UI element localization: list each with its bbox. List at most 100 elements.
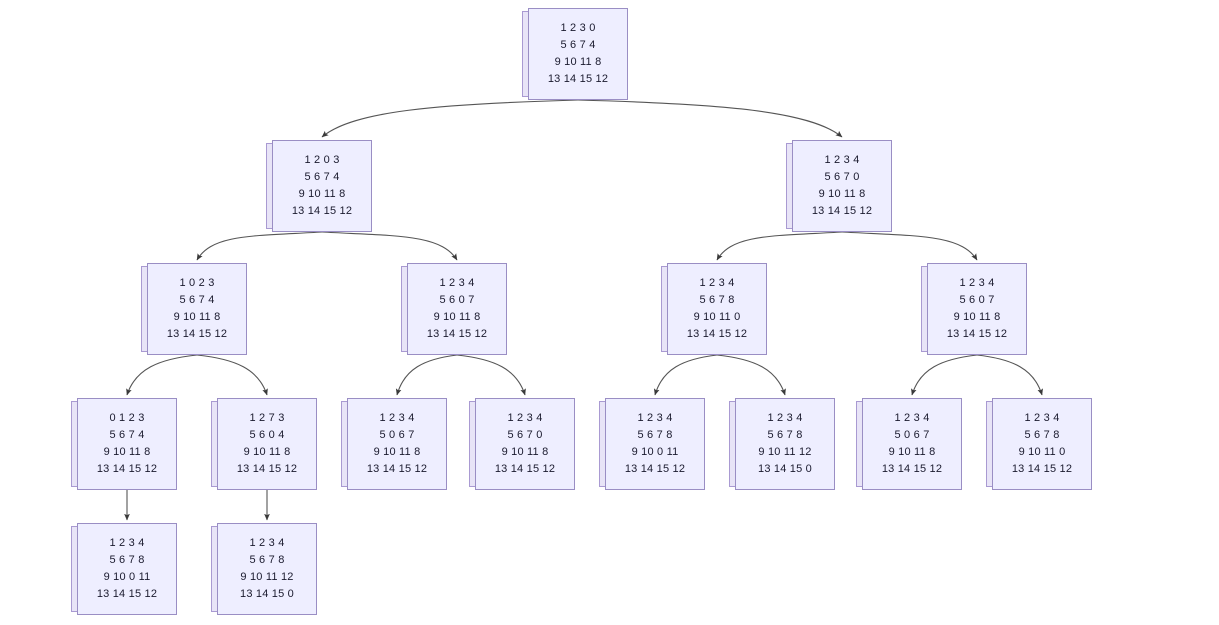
puzzle-row: 13 14 15 12 <box>166 328 228 340</box>
puzzle-row: 9 10 11 8 <box>888 446 936 458</box>
puzzle-row: 9 10 11 8 <box>953 311 1001 323</box>
puzzle-row: 9 10 11 8 <box>298 188 346 200</box>
puzzle-row: 13 14 15 12 <box>96 588 158 600</box>
puzzle-row: 5 6 7 8 <box>767 429 803 441</box>
tree-node[interactable]: 1 0 2 3 5 6 7 4 9 10 11 8 13 14 15 12 <box>147 263 247 355</box>
tree-edge <box>976 354 1043 396</box>
tree-node[interactable]: 1 2 3 0 5 6 7 4 9 10 11 8 13 14 15 12 <box>528 8 628 100</box>
tree-node[interactable]: 1 2 3 4 5 6 7 8 9 10 0 11 13 14 15 12 <box>605 398 705 490</box>
puzzle-row: 13 14 15 12 <box>811 205 873 217</box>
tree-node[interactable]: 1 2 0 3 5 6 7 4 9 10 11 8 13 14 15 12 <box>272 140 372 232</box>
tree-edge <box>716 354 786 396</box>
puzzle-row: 9 10 11 8 <box>433 311 481 323</box>
puzzle-row: 5 6 7 4 <box>109 429 145 441</box>
edge-group <box>124 99 1043 521</box>
puzzle-row: 13 14 15 0 <box>758 463 812 475</box>
puzzle-row: 5 6 7 8 <box>637 429 673 441</box>
puzzle-row: 5 6 7 4 <box>304 171 340 183</box>
puzzle-row: 13 14 15 12 <box>547 73 609 85</box>
puzzle-row: 9 10 11 8 <box>373 446 421 458</box>
puzzle-row: 13 14 15 12 <box>426 328 488 340</box>
puzzle-row: 13 14 15 12 <box>881 463 943 475</box>
puzzle-row: 1 2 0 3 <box>304 154 340 166</box>
puzzle-row: 1 2 3 4 <box>767 412 803 424</box>
puzzle-row: 1 2 3 4 <box>894 412 930 424</box>
tree-node[interactable]: 1 2 3 4 5 6 0 7 9 10 11 8 13 14 15 12 <box>927 263 1027 355</box>
tree-node[interactable]: 0 1 2 3 5 6 7 4 9 10 11 8 13 14 15 12 <box>77 398 177 490</box>
tree-node[interactable]: 1 2 3 4 5 0 6 7 9 10 11 8 13 14 15 12 <box>347 398 447 490</box>
tree-edge <box>196 354 268 396</box>
puzzle-row: 9 10 11 8 <box>173 311 221 323</box>
puzzle-row: 1 2 3 4 <box>959 277 995 289</box>
tree-edge <box>716 231 843 261</box>
puzzle-row: 9 10 0 11 <box>103 571 151 583</box>
tree-node[interactable]: 1 2 3 4 5 6 7 0 9 10 11 8 13 14 15 12 <box>792 140 892 232</box>
puzzle-row: 13 14 15 12 <box>291 205 353 217</box>
tree-node[interactable]: 1 2 3 4 5 6 7 8 9 10 11 0 13 14 15 12 <box>667 263 767 355</box>
puzzle-row: 9 10 11 8 <box>243 446 291 458</box>
puzzle-row: 13 14 15 12 <box>686 328 748 340</box>
puzzle-row: 1 2 3 4 <box>699 277 735 289</box>
puzzle-row: 13 14 15 12 <box>96 463 158 475</box>
puzzle-row: 9 10 11 0 <box>693 311 741 323</box>
tree-node[interactable]: 1 2 3 4 5 6 7 8 9 10 0 11 13 14 15 12 <box>77 523 177 615</box>
tree-edge <box>577 99 843 138</box>
tree-edge <box>911 354 978 396</box>
puzzle-row: 9 10 0 11 <box>631 446 679 458</box>
puzzle-row: 9 10 11 8 <box>103 446 151 458</box>
puzzle-row: 5 6 0 7 <box>439 294 475 306</box>
tree-edge <box>653 354 718 396</box>
puzzle-row: 1 2 3 4 <box>439 277 475 289</box>
puzzle-row: 9 10 11 8 <box>818 188 866 200</box>
tree-edge <box>321 99 579 138</box>
tree-node[interactable]: 1 2 3 4 5 0 6 7 9 10 11 8 13 14 15 12 <box>862 398 962 490</box>
puzzle-row: 13 14 15 0 <box>240 588 294 600</box>
puzzle-row: 1 2 3 4 <box>507 412 543 424</box>
tree-edge <box>321 231 458 261</box>
puzzle-row: 9 10 11 0 <box>1018 446 1066 458</box>
puzzle-row: 0 1 2 3 <box>109 412 145 424</box>
puzzle-row: 13 14 15 12 <box>494 463 556 475</box>
puzzle-row: 5 6 7 8 <box>109 554 145 566</box>
puzzle-row: 5 6 7 8 <box>249 554 285 566</box>
tree-edge <box>126 354 198 396</box>
puzzle-row: 9 10 11 8 <box>554 56 602 68</box>
puzzle-row: 5 6 7 4 <box>560 39 596 51</box>
puzzle-row: 1 2 7 3 <box>249 412 285 424</box>
puzzle-row: 13 14 15 12 <box>366 463 428 475</box>
puzzle-row: 1 0 2 3 <box>179 277 215 289</box>
puzzle-row: 1 2 3 4 <box>637 412 673 424</box>
puzzle-row: 5 6 7 0 <box>824 171 860 183</box>
puzzle-row: 5 6 7 4 <box>179 294 215 306</box>
puzzle-row: 5 6 7 0 <box>507 429 543 441</box>
tree-edge <box>841 231 978 261</box>
puzzle-row: 13 14 15 12 <box>946 328 1008 340</box>
puzzle-row: 13 14 15 12 <box>1011 463 1073 475</box>
puzzle-row: 13 14 15 12 <box>236 463 298 475</box>
tree-edge <box>395 354 458 396</box>
puzzle-row: 1 2 3 4 <box>379 412 415 424</box>
puzzle-row: 1 2 3 4 <box>109 537 145 549</box>
puzzle-row: 9 10 11 12 <box>240 571 294 583</box>
tree-node[interactable]: 1 2 7 3 5 6 0 4 9 10 11 8 13 14 15 12 <box>217 398 317 490</box>
puzzle-row: 1 2 3 0 <box>560 22 596 34</box>
tree-node[interactable]: 1 2 3 4 5 6 0 7 9 10 11 8 13 14 15 12 <box>407 263 507 355</box>
tree-node[interactable]: 1 2 3 4 5 6 7 0 9 10 11 8 13 14 15 12 <box>475 398 575 490</box>
puzzle-row: 1 2 3 4 <box>249 537 285 549</box>
puzzle-row: 9 10 11 8 <box>501 446 549 458</box>
tree-node[interactable]: 1 2 3 4 5 6 7 8 9 10 11 12 13 14 15 0 <box>217 523 317 615</box>
puzzle-row: 13 14 15 12 <box>624 463 686 475</box>
puzzle-row: 5 0 6 7 <box>894 429 930 441</box>
puzzle-row: 1 2 3 4 <box>1024 412 1060 424</box>
puzzle-row: 5 6 0 4 <box>249 429 285 441</box>
puzzle-row: 5 6 7 8 <box>699 294 735 306</box>
tree-edge <box>456 354 526 396</box>
tree-edge <box>196 231 323 261</box>
puzzle-row: 5 6 0 7 <box>959 294 995 306</box>
puzzle-row: 1 2 3 4 <box>824 154 860 166</box>
puzzle-row: 5 0 6 7 <box>379 429 415 441</box>
